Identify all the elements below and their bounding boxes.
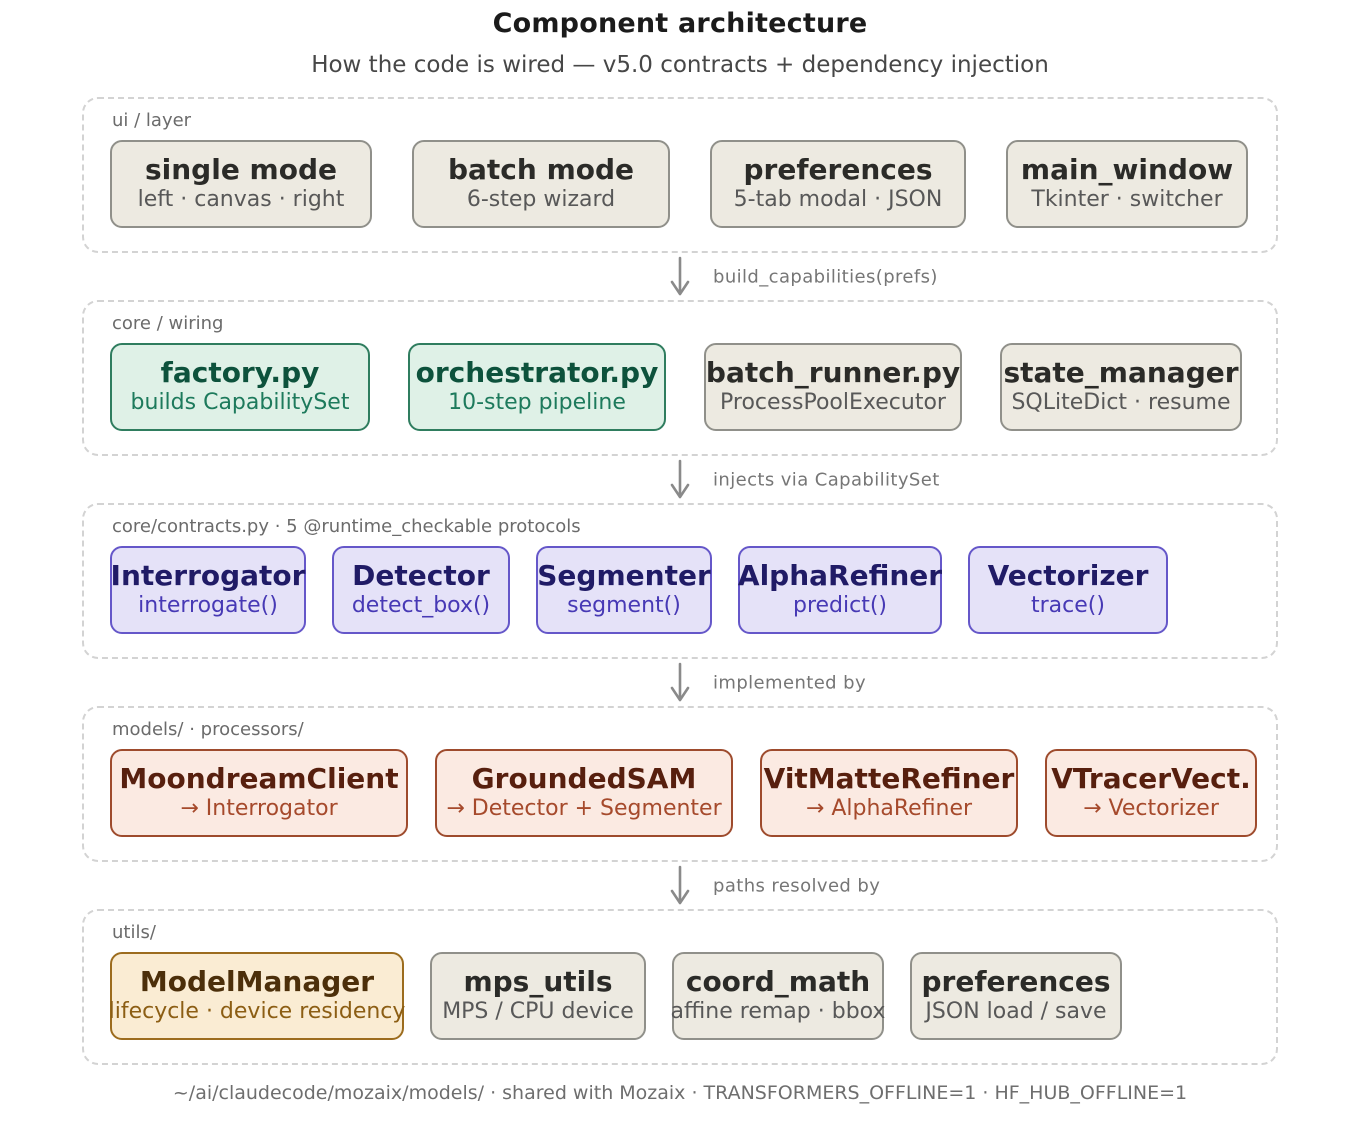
- card-subtitle: → Detector + Segmenter: [446, 796, 722, 822]
- down-arrow-icon: [670, 865, 690, 905]
- card-title: ModelManager: [139, 965, 375, 999]
- card-preferences-utils: preferences JSON load / save: [910, 952, 1122, 1040]
- card-title: AlphaRefiner: [737, 559, 943, 593]
- card-batch-mode: batch mode 6-step wizard: [412, 140, 670, 228]
- card-subtitle: ProcessPoolExecutor: [720, 390, 946, 416]
- card-detector: Detector detect_box(): [332, 546, 510, 634]
- layer-label: models/ · processors/: [112, 719, 304, 740]
- diagram-canvas: Component architecture How the code is w…: [82, 8, 1278, 1104]
- card-title: batch_runner.py: [705, 356, 961, 390]
- card-title: MoondreamClient: [119, 762, 399, 796]
- card-title: Detector: [352, 559, 490, 593]
- card-title: Segmenter: [537, 559, 711, 593]
- layer-label: core / wiring: [112, 313, 224, 334]
- card-state-manager: state_manager SQLiteDict · resume: [1000, 343, 1242, 431]
- card-segmenter: Segmenter segment(): [536, 546, 712, 634]
- card-subtitle: segment(): [567, 593, 681, 619]
- card-subtitle: 5-tab modal · JSON: [733, 187, 943, 213]
- connector-label: injects via CapabilitySet: [713, 469, 940, 490]
- card-single-mode: single mode left · canvas · right: [110, 140, 372, 228]
- card-title: VitMatteRefiner: [763, 762, 1015, 796]
- card-subtitle: predict(): [792, 593, 888, 619]
- card-title: factory.py: [160, 356, 320, 390]
- connector-injects: injects via CapabilitySet: [82, 456, 1278, 503]
- card-subtitle: 10-step pipeline: [448, 390, 626, 416]
- card-factory: factory.py builds CapabilitySet: [110, 343, 370, 431]
- card-subtitle: affine remap · bbox: [670, 999, 886, 1025]
- connector-label: build_capabilities(prefs): [713, 266, 938, 287]
- card-alpharefiner: AlphaRefiner predict(): [738, 546, 942, 634]
- card-title: coord_math: [685, 965, 871, 999]
- card-subtitle: interrogate(): [138, 593, 278, 619]
- connector-build-capabilities: build_capabilities(prefs): [82, 253, 1278, 300]
- card-title: preferences: [743, 153, 933, 187]
- card-subtitle: JSON load / save: [925, 999, 1107, 1025]
- card-subtitle: → Vectorizer: [1083, 796, 1219, 822]
- card-main-window: main_window Tkinter · switcher: [1006, 140, 1248, 228]
- card-coord-math: coord_math affine remap · bbox: [670, 952, 886, 1040]
- card-title: preferences: [921, 965, 1111, 999]
- card-title: VTracerVect.: [1051, 762, 1251, 796]
- card-title: single mode: [144, 153, 338, 187]
- card-title: main_window: [1020, 153, 1234, 187]
- down-arrow-icon: [670, 662, 690, 702]
- card-subtitle: → AlphaRefiner: [805, 796, 973, 822]
- card-title: Vectorizer: [987, 559, 1149, 593]
- connector-implemented-by: implemented by: [82, 659, 1278, 706]
- card-title: mps_utils: [463, 965, 613, 999]
- card-title: batch mode: [447, 153, 635, 187]
- card-subtitle: builds CapabilitySet: [130, 390, 350, 416]
- footer-note: ~/ai/claudecode/mozaix/models/ · shared …: [172, 1082, 1188, 1104]
- card-preferences-ui: preferences 5-tab modal · JSON: [710, 140, 966, 228]
- down-arrow-icon: [670, 256, 690, 296]
- card-subtitle: 6-step wizard: [466, 187, 616, 213]
- card-vtracer-vect: VTracerVect. → Vectorizer: [1045, 749, 1257, 837]
- card-subtitle: detect_box(): [351, 593, 491, 619]
- card-interrogator: Interrogator interrogate(): [110, 546, 306, 634]
- layer-ui: ui / layer single mode left · canvas · r…: [82, 97, 1278, 253]
- card-title: orchestrator.py: [415, 356, 659, 390]
- card-subtitle: SQLiteDict · resume: [1011, 390, 1231, 416]
- layer-contracts: core/contracts.py · 5 @runtime_checkable…: [82, 503, 1278, 659]
- connector-paths-resolved: paths resolved by: [82, 862, 1278, 909]
- card-subtitle: trace(): [1031, 593, 1105, 619]
- card-row: MoondreamClient → Interrogator GroundedS…: [110, 749, 1257, 837]
- layer-utils: utils/ ModelManager lifecycle · device r…: [82, 909, 1278, 1065]
- card-batch-runner: batch_runner.py ProcessPoolExecutor: [704, 343, 962, 431]
- connector-label: implemented by: [713, 672, 867, 693]
- layer-label: core/contracts.py · 5 @runtime_checkable…: [112, 516, 581, 537]
- card-row: single mode left · canvas · right batch …: [110, 140, 1250, 228]
- card-vectorizer: Vectorizer trace(): [968, 546, 1168, 634]
- card-row: factory.py builds CapabilitySet orchestr…: [110, 343, 1250, 431]
- card-moondream-client: MoondreamClient → Interrogator: [110, 749, 408, 837]
- card-row: Interrogator interrogate() Detector dete…: [110, 546, 1250, 634]
- card-subtitle: MPS / CPU device: [442, 999, 634, 1025]
- card-subtitle: Tkinter · switcher: [1031, 187, 1223, 213]
- card-subtitle: left · canvas · right: [137, 187, 345, 213]
- down-arrow-icon: [670, 459, 690, 499]
- card-title: state_manager: [1003, 356, 1239, 390]
- layer-core-wiring: core / wiring factory.py builds Capabili…: [82, 300, 1278, 456]
- card-title: GroundedSAM: [471, 762, 697, 796]
- layer-label: ui / layer: [112, 110, 192, 131]
- card-subtitle: → Interrogator: [180, 796, 338, 822]
- layer-label: utils/: [112, 922, 156, 943]
- card-grounded-sam: GroundedSAM → Detector + Segmenter: [435, 749, 733, 837]
- connector-label: paths resolved by: [713, 875, 881, 896]
- card-model-manager: ModelManager lifecycle · device residenc…: [108, 952, 406, 1040]
- card-orchestrator: orchestrator.py 10-step pipeline: [408, 343, 666, 431]
- layer-models: models/ · processors/ MoondreamClient → …: [82, 706, 1278, 862]
- page-title: Component architecture: [492, 8, 868, 39]
- page-subtitle: How the code is wired — v5.0 contracts +…: [311, 52, 1049, 78]
- card-row: ModelManager lifecycle · device residenc…: [108, 952, 1250, 1040]
- card-vitmatte-refiner: VitMatteRefiner → AlphaRefiner: [760, 749, 1018, 837]
- card-subtitle: lifecycle · device residency: [108, 999, 406, 1025]
- card-title: Interrogator: [110, 559, 306, 593]
- card-mps-utils: mps_utils MPS / CPU device: [430, 952, 646, 1040]
